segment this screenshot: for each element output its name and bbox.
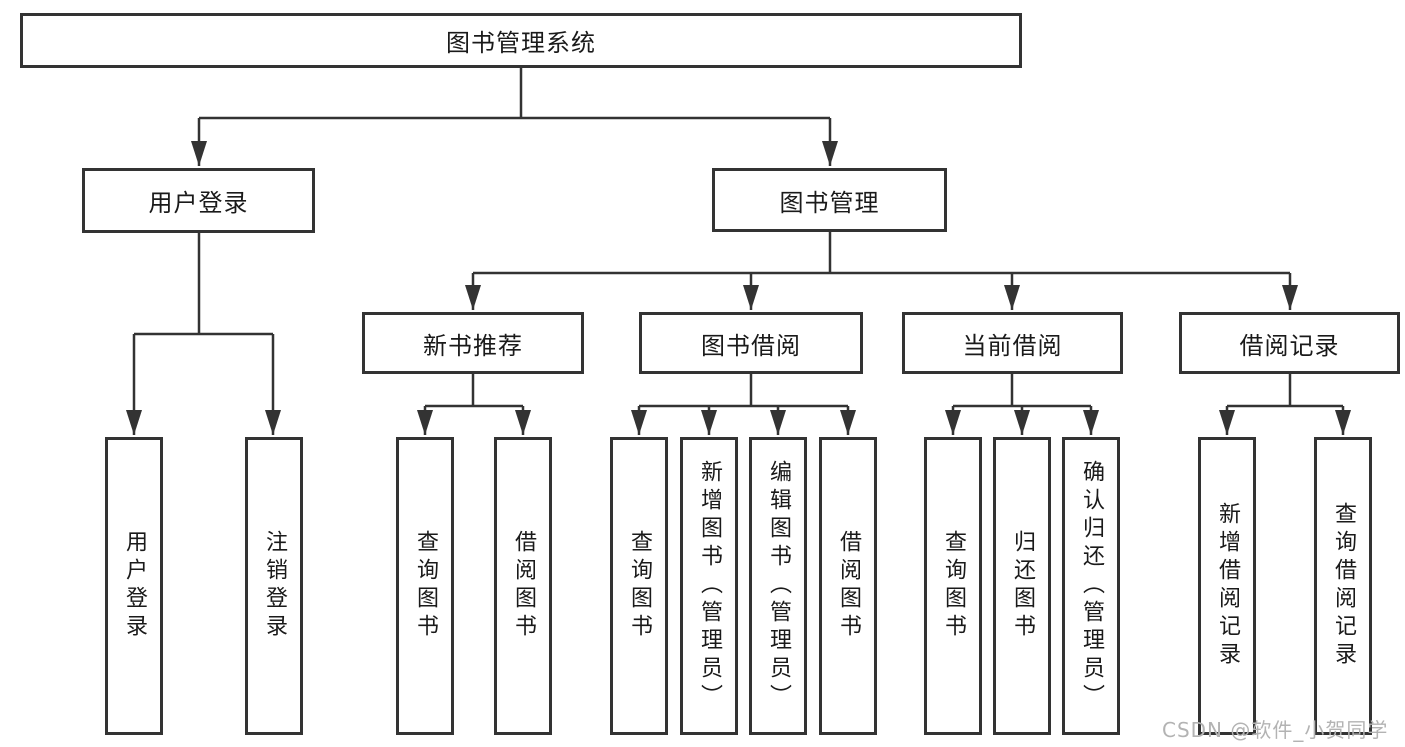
node-label: 确认归还（管理员） bbox=[1079, 460, 1104, 712]
node-label: 查询图书 bbox=[627, 530, 652, 642]
node-label: 借阅图书 bbox=[511, 530, 536, 642]
node-return-books: 归还图书 bbox=[993, 437, 1051, 735]
node-label: 新增图书（管理员） bbox=[697, 460, 722, 712]
node-add-books-admin: 新增图书（管理员） bbox=[680, 437, 738, 735]
node-logout: 注销登录 bbox=[245, 437, 303, 735]
node-current-borrowing: 当前借阅 bbox=[902, 312, 1123, 374]
node-edit-books-admin: 编辑图书（管理员） bbox=[749, 437, 807, 735]
node-label: 归还图书 bbox=[1010, 530, 1035, 642]
node-label: 查询图书 bbox=[941, 530, 966, 642]
node-library-management-system: 图书管理系统 bbox=[20, 13, 1022, 68]
node-user-login: 用户登录 bbox=[82, 168, 315, 233]
node-label: 查询图书 bbox=[413, 530, 438, 642]
node-label: 注销登录 bbox=[262, 530, 287, 642]
node-borrow-books-recommend: 借阅图书 bbox=[494, 437, 552, 735]
node-label: 编辑图书（管理员） bbox=[766, 460, 791, 712]
node-book-borrowing: 图书借阅 bbox=[639, 312, 863, 374]
node-label: 新增借阅记录 bbox=[1215, 502, 1240, 670]
node-label: 查询借阅记录 bbox=[1331, 502, 1356, 670]
node-borrowing-records: 借阅记录 bbox=[1179, 312, 1400, 374]
node-label: 用户登录 bbox=[122, 530, 147, 642]
node-book-management: 图书管理 bbox=[712, 168, 947, 232]
watermark: CSDN @软件_小贺同学 bbox=[1162, 718, 1389, 742]
node-label: 借阅图书 bbox=[836, 530, 861, 642]
node-add-borrow-record: 新增借阅记录 bbox=[1198, 437, 1256, 735]
node-search-borrow-record: 查询借阅记录 bbox=[1314, 437, 1372, 735]
node-confirm-return-admin: 确认归还（管理员） bbox=[1062, 437, 1120, 735]
node-search-books-recommend: 查询图书 bbox=[396, 437, 454, 735]
node-search-books-current: 查询图书 bbox=[924, 437, 982, 735]
node-search-books-borrowing: 查询图书 bbox=[610, 437, 668, 735]
node-user-login-leaf: 用户登录 bbox=[105, 437, 163, 735]
node-borrow-books-borrowing: 借阅图书 bbox=[819, 437, 877, 735]
node-new-book-recommend: 新书推荐 bbox=[362, 312, 584, 374]
